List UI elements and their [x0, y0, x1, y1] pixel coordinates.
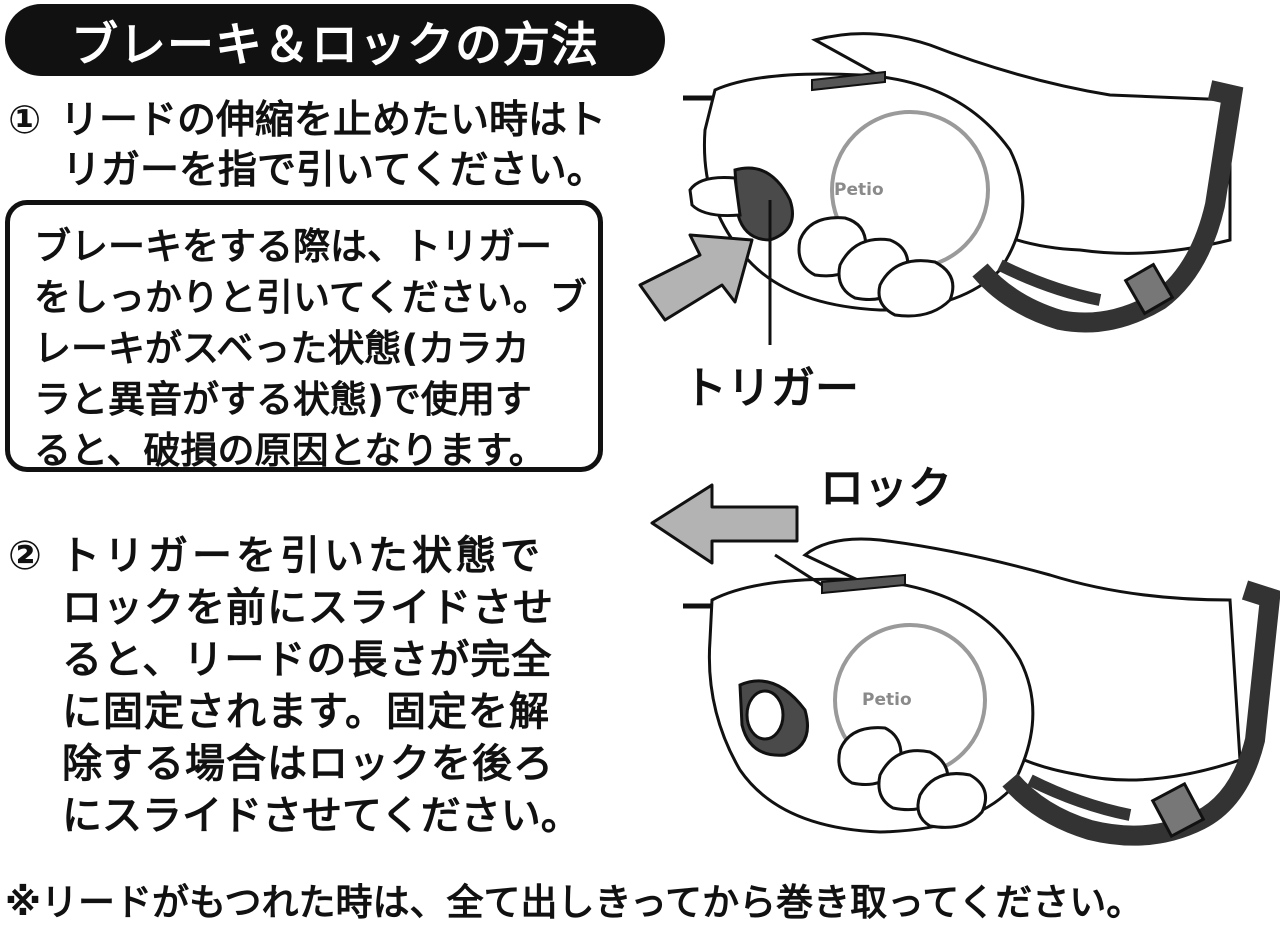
- step-1: ① リードの伸縮を止めたい時はト リガーを指で引いてください。: [8, 96, 606, 196]
- caution-line-3: レーキがスベった状態(カラカ: [34, 327, 530, 370]
- caution-line-2: をしっかりと引いてください。ブ: [34, 276, 587, 319]
- step-2-number: ②: [8, 533, 42, 579]
- step-1-line-1: リードの伸縮を止めたい時はト: [60, 98, 607, 143]
- step-1-line-2: リガーを指で引いてください。: [62, 148, 606, 193]
- caution-line-5: ると、破損の原因となります。: [34, 429, 546, 472]
- footer-note: ※リードがもつれた時は、全て出しきってから巻き取ってください。: [5, 881, 1144, 924]
- step-2-line-1: トリガーを引いた状態で: [60, 533, 544, 579]
- caution-line-1: ブレーキをする際は、トリガー: [34, 225, 552, 268]
- step-2-line-3: ると、リードの長さが完全: [62, 637, 553, 683]
- brand-logo-top: Petio: [834, 180, 884, 200]
- slide-arrow-icon: [650, 483, 799, 565]
- bottom-hand-illustration: [683, 537, 1280, 846]
- lock-label: ロック: [820, 463, 952, 514]
- top-hand-illustration: [683, 32, 1244, 333]
- page-title: ブレーキ＆ロックの方法: [5, 4, 665, 76]
- step-2-line-5: 除する場合はロックを後ろ: [62, 741, 554, 787]
- step-1-number: ①: [8, 98, 42, 143]
- step-2-line-4: に固定されます。固定を解: [62, 689, 550, 735]
- caution-box: ブレーキをする際は、トリガー をしっかりと引いてください。ブ レーキがスベった状…: [5, 200, 603, 472]
- trigger-label: トリガー: [683, 363, 859, 414]
- caution-line-4: ラと異音がする状態)で使用す: [34, 378, 532, 421]
- brand-logo-bottom: Petio: [862, 690, 912, 710]
- step-2-line-2: ロックを前にスライドさせ: [62, 585, 554, 631]
- step-2-line-6: にスライドさせてください。: [62, 793, 581, 839]
- step-2: ② トリガーを引いた状態で ロックを前にスライドさせ ると、リードの長さが完全 に…: [8, 530, 581, 842]
- pull-arrow-icon: [638, 233, 754, 322]
